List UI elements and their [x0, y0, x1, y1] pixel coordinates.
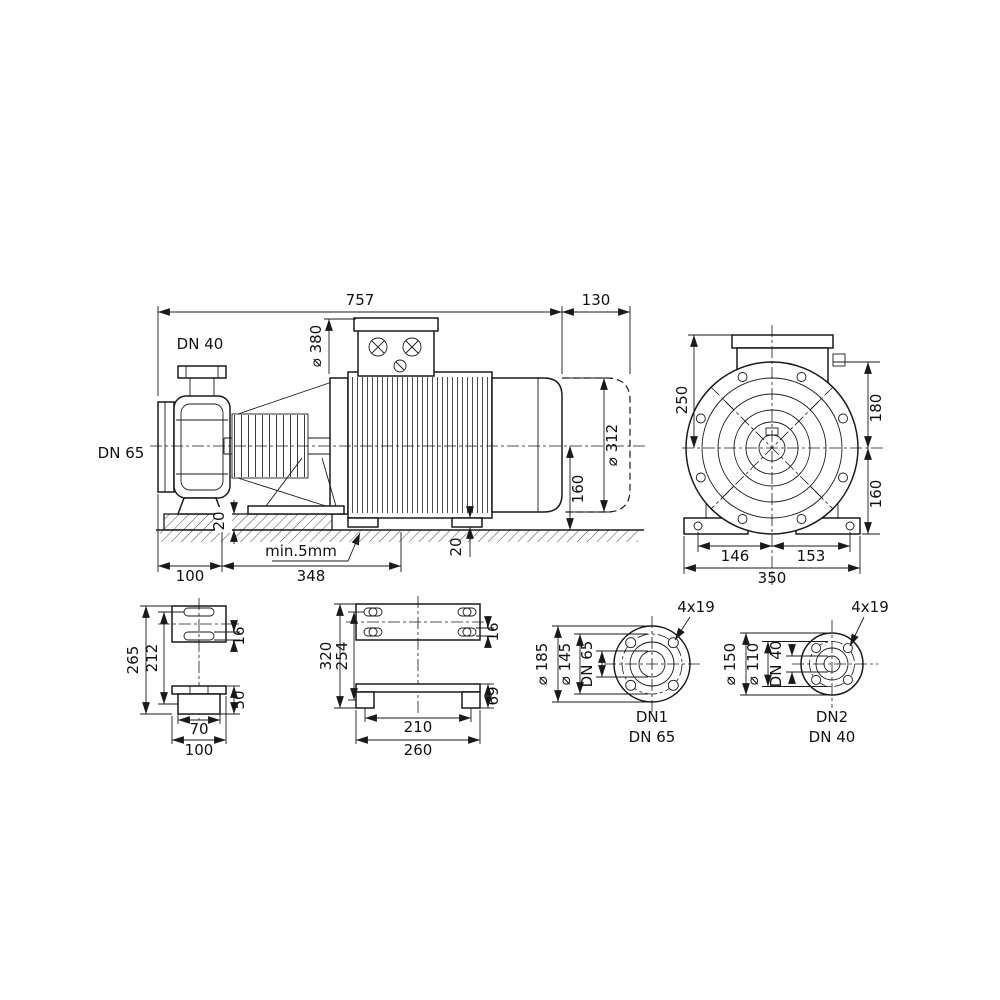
motor-foot-profile-plate — [355, 683, 481, 693]
dim-mf-slot-width: 16 — [484, 622, 502, 641]
label-dn2-nominal: DN 40 — [809, 728, 856, 746]
dim-dn1-bolt-circle: ⌀ 145 — [556, 643, 574, 685]
label-dn2-bolt-holes: 4x19 — [851, 598, 889, 616]
motor-foot-rear — [451, 517, 483, 528]
motor — [347, 317, 631, 528]
pump — [157, 365, 231, 515]
dim-dn2-bolt-circle: ⌀ 110 — [744, 643, 762, 685]
label-dn1-nominal: DN 65 — [629, 728, 676, 746]
dim-pf-foot-height: 50 — [230, 690, 248, 709]
motor-foot-profile-left — [355, 691, 375, 709]
end-view: 250 180 160 146 153 350 — [673, 325, 886, 587]
pump-foot-detail: 265 212 16 50 70 100 — [124, 598, 248, 759]
foundation — [156, 513, 644, 542]
label-dn1-bolt-holes: 4x19 — [677, 598, 715, 616]
dim-dn1-outer-diameter: ⌀ 185 — [533, 643, 551, 685]
discharge-flange — [177, 365, 227, 379]
dim-center-to-top: 180 — [867, 394, 885, 423]
dim-motor-diameter: ⌀ 312 — [603, 424, 621, 466]
foundation-plinth — [163, 513, 333, 531]
pump-foot-profile-body — [177, 693, 221, 715]
dim-foot-distance: 100 — [176, 567, 205, 585]
foot-bolt-hole — [845, 521, 855, 531]
motor-foot-profile-right — [461, 691, 481, 709]
motor-foot-detail: 320 254 16 69 210 260 — [317, 596, 502, 759]
terminal-box-lid — [353, 317, 439, 332]
dim-mf-bolt-spacing: 254 — [333, 642, 351, 671]
label-discharge-flange: DN 40 — [177, 335, 224, 353]
dim-pf-inner-width: 70 — [189, 720, 208, 738]
dim-mf-inner-width: 210 — [404, 718, 433, 736]
end-terminal-box-lid — [731, 334, 834, 349]
dim-flange-height: ⌀ 380 — [307, 325, 325, 367]
label-min-clearance: min.5mm — [265, 542, 337, 560]
label-suction-flange: DN 65 — [98, 444, 145, 462]
side-view: 757 130 DN 40 DN 65 ⌀ 380 ⌀ 312 160 20 m… — [98, 291, 648, 585]
motor-foot-dimensions: 320 254 16 69 210 260 — [317, 603, 502, 759]
dim-foot-bolt-right: 153 — [797, 547, 826, 565]
motor-foot-front — [347, 517, 379, 528]
dim-dn2-outer-diameter: ⌀ 150 — [721, 643, 739, 685]
dim-pf-slot-width: 16 — [230, 626, 248, 645]
ground-hatch — [160, 530, 638, 542]
dim-mf-overall-width: 260 — [404, 741, 433, 759]
pump-casing — [173, 395, 231, 499]
dim-dn1-nominal-bore: DN 65 — [578, 641, 596, 688]
dim-total-length: 757 — [346, 291, 375, 309]
dim-center-to-foot: 160 — [867, 480, 885, 509]
dim-foot-length: 348 — [297, 567, 326, 585]
dim-shaft-height: 160 — [569, 475, 587, 504]
dismantling-space-outline — [562, 377, 631, 513]
flange-dn1-detail: ⌀ 185 ⌀ 145 DN 65 4x19 DN1 DN 65 — [533, 598, 715, 746]
dim-center-to-box-top: 250 — [673, 386, 691, 415]
conduit-stub — [832, 353, 846, 367]
dim-dismantling-space: 130 — [582, 291, 611, 309]
label-dn2-port: DN2 — [816, 708, 848, 726]
end-view-dimensions: 250 180 160 146 153 350 — [673, 334, 885, 587]
dim-foot-bolt-left: 146 — [721, 547, 750, 565]
side-view-dimensions: 757 130 DN 40 DN 65 ⌀ 380 ⌀ 312 160 20 m… — [98, 291, 631, 585]
dim-pf-bolt-spacing: 212 — [143, 644, 161, 673]
flange-dn2-detail: ⌀ 150 ⌀ 110 DN 40 4x19 DN2 DN 40 — [721, 598, 889, 746]
dim-mf-overall-height: 320 — [317, 642, 335, 671]
dim-overall-width: 350 — [758, 569, 787, 587]
dim-pf-overall-height: 265 — [124, 646, 142, 675]
dim-motor-foot-height: 20 — [447, 537, 465, 556]
dim-dn2-nominal-bore: DN 40 — [767, 641, 785, 688]
foot-bolt-hole — [693, 521, 703, 531]
pump-foot-dimensions: 265 212 16 50 70 100 — [124, 605, 248, 759]
dim-mf-foot-height: 69 — [484, 686, 502, 705]
dim-foundation-height: 20 — [210, 511, 228, 530]
suction-flange — [157, 401, 175, 493]
pump-foot-profile-plate — [171, 685, 227, 695]
support-foot-pad — [247, 505, 345, 515]
label-dn1-port: DN1 — [636, 708, 668, 726]
motor-fins — [351, 377, 489, 513]
motor-rear-housing — [491, 377, 563, 513]
dim-pf-overall-width: 100 — [185, 741, 214, 759]
